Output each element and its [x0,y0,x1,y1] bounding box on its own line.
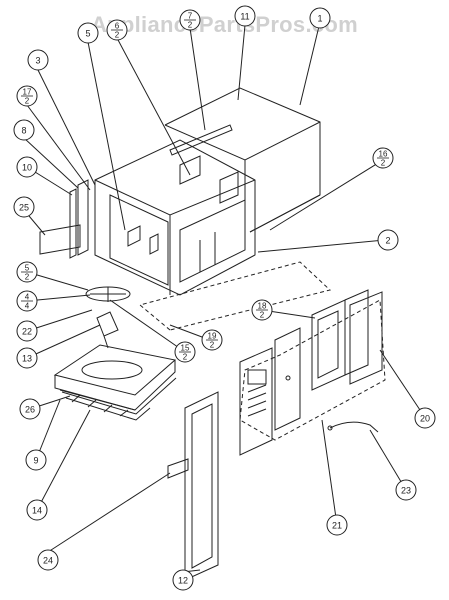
callout-circle [234,5,256,27]
base-plate [53,344,177,421]
top-brackets [169,124,239,204]
callout-c5b: 52 [16,261,38,283]
callout-circle [309,7,331,29]
callout-circle [19,398,41,420]
callout-number: 18 [258,302,267,311]
callout-c13: 13 [16,347,38,369]
callout-number: 11 [240,12,249,22]
callout-c9: 9 [25,449,47,471]
callout-c5: 5 [77,22,99,44]
callout-c3: 3 [27,49,49,71]
callout-number: 26 [25,405,35,415]
callout-quantity: 2 [115,31,120,40]
callout-c18: 182 [251,299,273,321]
leader-lines [23,21,421,573]
callout-c19: 192 [201,329,223,351]
callout-c8: 8 [13,119,35,141]
callout-c22: 22 [16,320,38,342]
callout-circle [37,549,59,571]
callout-number: 23 [401,486,411,496]
callout-quantity: 2 [25,273,30,282]
callout-quantity: 2 [210,341,215,350]
callout-c4: 44 [16,290,38,312]
callout-c15: 152 [174,341,196,363]
outer-cabinet [164,87,321,233]
callout-number: 17 [23,88,32,97]
callout-number: 1 [317,14,322,24]
callout-c16: 162 [372,147,394,169]
callout-number: 21 [332,521,342,531]
callout-circle [172,569,194,591]
group-boundary-top [138,261,332,331]
callout-number: 5 [25,264,30,273]
callout-circle [16,156,38,178]
callout-quantity: 2 [260,311,265,320]
callout-c1: 1 [309,7,331,29]
electrical-components [311,289,383,391]
door [184,391,219,581]
callout-c17: 172 [16,85,38,107]
callout-number: 3 [35,56,40,66]
oven-cavity [94,139,256,296]
callout-quantity: 2 [188,21,193,30]
callout-number: 9 [33,456,38,466]
callout-circle [395,479,417,501]
callout-c11: 11 [234,5,256,27]
callout-number: 12 [178,576,188,586]
callout-c14: 14 [26,499,48,521]
callout-c2: 2 [377,229,399,251]
callout-number: 7 [188,12,193,21]
callout-circle [77,22,99,44]
callout-number: 19 [208,332,217,341]
thermal-sensor [327,421,379,433]
callout-circle [326,514,348,536]
callout-circle [27,49,49,71]
group-boundary-control [239,299,386,441]
callout-quantity: 2 [25,97,30,106]
callout-c24: 24 [37,549,59,571]
callout-number: 24 [43,556,53,566]
callout-circle [25,449,47,471]
callout-circle [16,320,38,342]
callout-number: 15 [181,344,190,353]
callout-c7: 72 [179,9,201,31]
callout-quantity: 2 [381,159,386,168]
callout-circle [16,347,38,369]
callout-number: 20 [420,414,430,424]
callout-c12: 12 [172,569,194,591]
callout-number: 14 [32,506,42,516]
callout-circle [13,196,35,218]
callout-number: 6 [115,22,120,31]
callout-c20: 20 [414,407,436,429]
stirrer-assembly [85,286,131,349]
callout-quantity: 4 [25,302,30,311]
callout-c23: 23 [395,479,417,501]
callout-circle [414,407,436,429]
callout-circle [377,229,399,251]
front-trim [39,179,89,259]
callout-c6: 62 [106,19,128,41]
callout-number: 22 [22,327,32,337]
callout-quantity: 2 [183,353,188,362]
callout-circle [13,119,35,141]
callout-number: 2 [385,236,390,246]
control-panel [239,327,301,456]
callout-circle [26,499,48,521]
callout-c10: 10 [16,156,38,178]
callout-number: 8 [21,126,26,136]
callout-number: 5 [85,29,90,39]
callout-c21: 21 [326,514,348,536]
callout-number: 13 [22,354,32,364]
callout-c26: 26 [19,398,41,420]
callout-number: 25 [19,203,29,213]
callout-number: 10 [22,163,32,173]
callout-number: 4 [25,293,30,302]
callout-number: 16 [379,150,388,159]
callout-c25: 25 [13,196,35,218]
